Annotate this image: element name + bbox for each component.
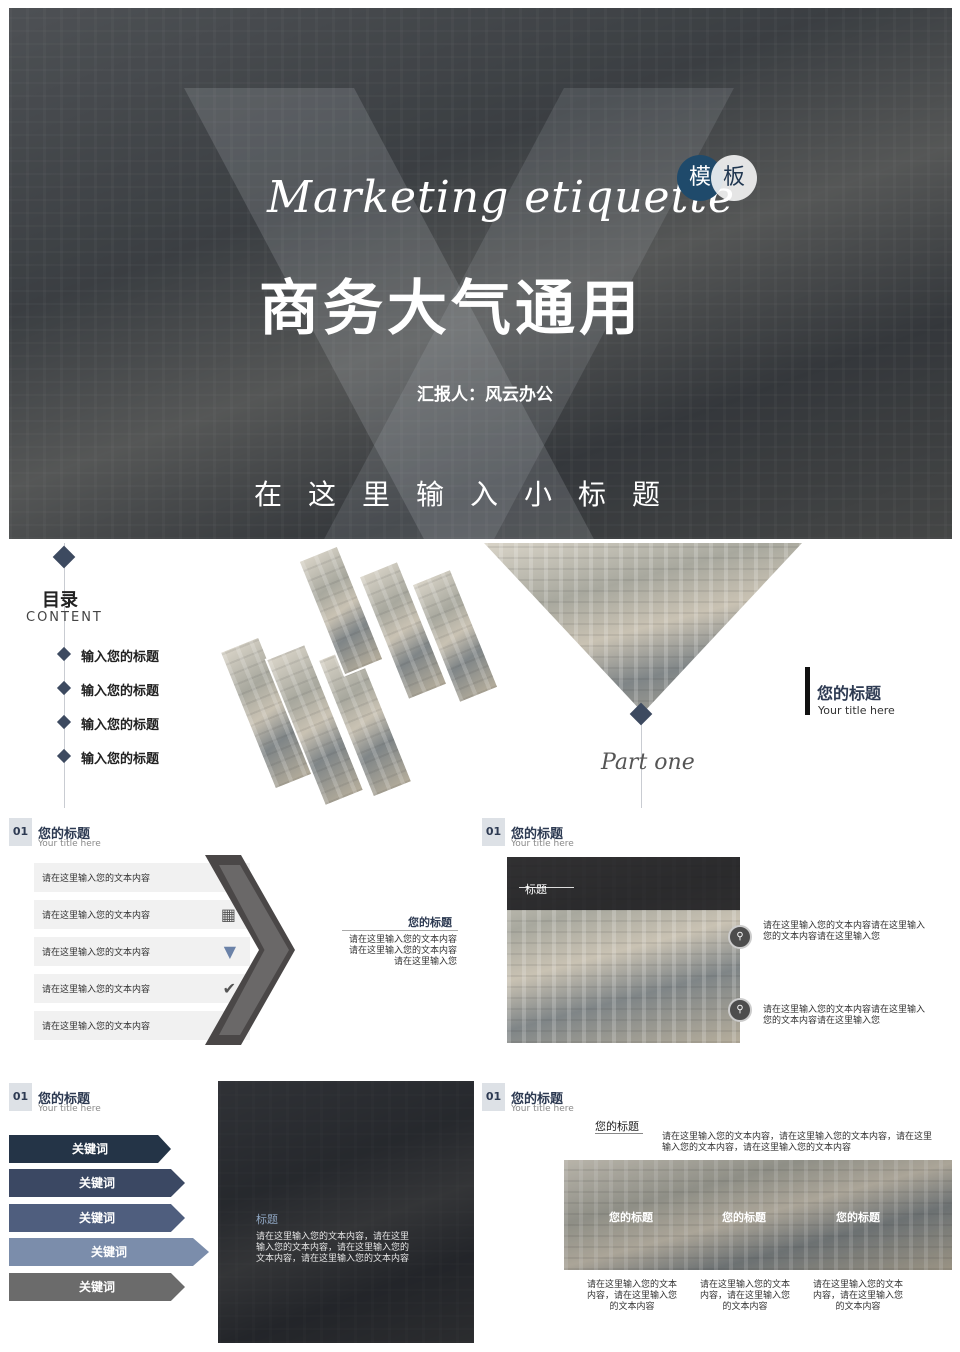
toc-slide: 目录 CONTENT 输入您的标题 输入您的标题 输入您的标题 输入您的标题 您…: [9, 543, 952, 808]
right-body: 请在这里输入您的文本内容请在这里输入您的文本内容请在这里输入您: [348, 935, 457, 967]
list-item[interactable]: 请在这里输入您的文本内容 ▼: [34, 937, 250, 966]
keyword-arrow[interactable]: 关键词: [9, 1169, 185, 1197]
toc-item[interactable]: 输入您的标题: [81, 650, 160, 665]
section-title-en: Your title here: [38, 1104, 101, 1114]
section-title-en: Your title here: [818, 704, 895, 717]
column-desc: 请在这里输入您的文本内容，请在这里输入您的文本内容: [700, 1280, 791, 1312]
city-photo-strip: [564, 1160, 952, 1270]
template-badge: 模 板: [677, 155, 757, 201]
badge-char-2: 板: [711, 155, 757, 201]
section-title: 您的标题: [38, 827, 91, 842]
section-number: 01: [9, 818, 32, 846]
toc-subtitle: CONTENT: [26, 610, 103, 625]
point-text: 请在这里输入您的文本内容请在这里输入您的文本内容请在这里输入您: [763, 921, 926, 942]
column-desc: 请在这里输入您的文本内容，请在这里输入您的文本内容: [813, 1280, 904, 1312]
main-title: 商务大气通用: [259, 274, 643, 344]
photo-overlay: [9, 8, 952, 539]
photo-overlay: [218, 1081, 474, 1343]
photo-label-block: 标题: [507, 857, 740, 910]
right-divider: [342, 930, 458, 931]
section-title: 您的标题: [38, 1092, 91, 1107]
diamond-icon: [52, 545, 76, 569]
photo-overlay: [564, 1160, 952, 1270]
tie-icon: ▼: [223, 942, 236, 961]
title-bar: [805, 667, 810, 715]
photo-label: 您的标题: [722, 1211, 766, 1224]
keyword-arrow[interactable]: 关键词: [9, 1135, 171, 1163]
label-line: [519, 887, 574, 888]
section-title: 您的标题: [511, 1092, 564, 1107]
script-title: Marketing etiquette: [267, 172, 736, 223]
three-column-slide: 01 您的标题 Your title here 您的标题 请在这里输入您的文本内…: [482, 1080, 952, 1345]
section-number: 01: [9, 1083, 32, 1111]
section-title-en: Your title here: [38, 839, 101, 849]
books-icon: ▦: [220, 905, 236, 924]
list-item-text: 请在这里输入您的文本内容: [42, 911, 151, 921]
part-label: Part one: [601, 750, 695, 775]
photo-label: 标题: [525, 883, 547, 896]
list-item-text: 请在这里输入您的文本内容: [42, 948, 151, 958]
head-line: [595, 1133, 643, 1134]
reporter-text: 汇报人：风云办公: [417, 385, 553, 405]
toc-item[interactable]: 输入您的标题: [81, 752, 160, 767]
list-item[interactable]: 请在这里输入您的文本内容 ▦: [34, 900, 250, 929]
list-item-text: 请在这里输入您的文本内容: [42, 1022, 151, 1032]
dark-city-photo: [218, 1081, 474, 1343]
toc-line: [64, 543, 65, 808]
keyword-slide: 01 您的标题 Your title here 关键词 关键词 关键词 关键词 …: [9, 1080, 474, 1345]
section-title: 您的标题: [817, 684, 882, 703]
triangle-photo: [484, 543, 802, 713]
toc-item[interactable]: 输入您的标题: [81, 684, 160, 699]
check-icon: ✔: [222, 979, 236, 998]
subtitle-text: 在这里输入小标题: [254, 478, 687, 511]
section-number: 01: [482, 1083, 505, 1111]
toc-item[interactable]: 输入您的标题: [81, 718, 160, 733]
bullet-diamond-icon: [56, 680, 72, 696]
head-body: 请在这里输入您的文本内容，请在这里输入您的文本内容，请在这里输入您的文本内容，请…: [662, 1132, 933, 1153]
toc-title: 目录: [42, 590, 78, 611]
keyword-arrow[interactable]: 关键词: [9, 1273, 185, 1301]
photo-label: 您的标题: [609, 1211, 653, 1224]
section-title: 您的标题: [511, 827, 564, 842]
keyword-arrow[interactable]: 关键词: [9, 1204, 185, 1232]
point-text: 请在这里输入您的文本内容请在这里输入您的文本内容请在这里输入您: [763, 1005, 926, 1026]
photo-points-slide: 01 您的标题 Your title here 标题 ⚲ 请在这里输入您的文本内…: [482, 815, 952, 1050]
right-title: 您的标题: [408, 916, 452, 929]
part-line: [641, 713, 642, 808]
list-item-text: 请在这里输入您的文本内容: [42, 985, 151, 995]
column-desc: 请在这里输入您的文本内容，请在这里输入您的文本内容: [587, 1280, 678, 1312]
bullet-diamond-icon: [56, 748, 72, 764]
bullet-diamond-icon: [56, 714, 72, 730]
list-item[interactable]: 请在这里输入您的文本内容 ✔: [34, 974, 250, 1003]
search-doc-icon: ⚲: [728, 925, 752, 949]
list-slide: 01 您的标题 Your title here 请在这里输入您的文本内容 ▣ 请…: [9, 815, 474, 1050]
cover-slide: Marketing etiquette 模 板 商务大气通用 汇报人：风云办公 …: [9, 8, 952, 539]
search-doc-icon: ⚲: [728, 998, 752, 1022]
list-item-text: 请在这里输入您的文本内容: [42, 874, 151, 884]
section-number: 01: [482, 818, 505, 846]
keyword-arrow[interactable]: 关键词: [9, 1238, 209, 1266]
panel-body: 请在这里输入您的文本内容，请在这里输入您的文本内容，请在这里输入您的文本内容，请…: [256, 1232, 410, 1264]
head-title: 您的标题: [595, 1120, 639, 1133]
section-title-en: Your title here: [511, 1104, 574, 1114]
section-title-en: Your title here: [511, 839, 574, 849]
photo-label: 您的标题: [836, 1211, 880, 1224]
panel-title: 标题: [256, 1213, 278, 1226]
bullet-diamond-icon: [56, 646, 72, 662]
